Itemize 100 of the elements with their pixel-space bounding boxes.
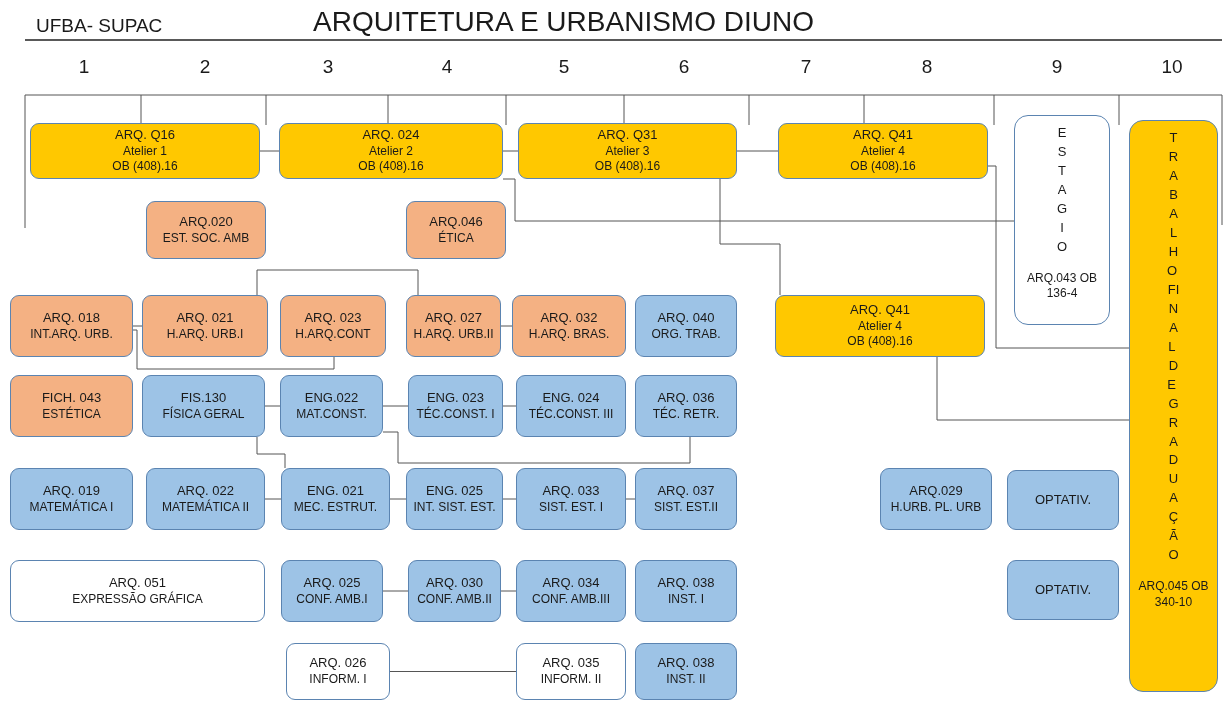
course-box [516,375,626,437]
course-code: ARQ. 038 [657,655,715,673]
course-name: Atelier 4 [858,318,902,335]
vertical-text: TRABALHO FINAL DE GRADUAÇÃO [1167,129,1180,565]
connector-line [719,178,781,296]
course-code: ARQ. Q41 [853,126,913,144]
course-name: OB (408).16 [847,334,913,351]
course-box [516,643,626,700]
course-code: ENG.022 [304,389,359,407]
course-box [516,468,626,530]
course-name: FÍSICA GERAL [162,406,245,423]
course-box [281,468,390,530]
connector-line [502,498,517,500]
course-box [516,560,626,622]
connector-line [382,590,409,592]
course-name: EST. SOC. AMB [162,230,250,247]
course-code: ARQ. 040 [657,309,715,327]
course-name: Atelier 1 [123,143,167,160]
course-code: ARQ. 036 [657,389,715,406]
course-box [146,201,266,259]
course-box [10,468,133,530]
course-code: ARQ. 032 [540,309,598,327]
course-name: INST. I [668,591,704,608]
course-code: ARQ. 024 [362,126,420,144]
connector-line [502,150,519,152]
course-box [10,295,133,357]
course-name: OB (408).16 [594,159,661,176]
course-name: INFORM. I [309,672,367,688]
course-code: ARQ. 033 [542,482,600,500]
course-box [512,295,626,357]
course-name: ESTÉTICA [42,406,101,423]
course-code: ARQ. 025 [303,574,361,592]
course-name: H.ARQ. BRAS. [528,326,610,343]
course-name: SIST. EST.II [654,499,718,516]
course-code: ARQ. 034 [542,574,600,592]
course-code: ARQ. 037 [657,482,715,500]
course-name: INT. SIST. EST. [413,499,496,516]
course-box [280,295,386,357]
course-code: ARQ. 022 [176,482,235,499]
course-box [279,123,503,179]
course-name: INFORM. II [540,672,602,688]
course-code: ENG. 024 [542,389,600,406]
course-code: ARQ. Q16 [115,126,175,144]
course-name: TÉC. RETR. [652,406,720,423]
course-code: ARQ. 026 [309,655,367,673]
course-name: Atelier 2 [369,143,413,160]
course-code: ARQ. 018 [42,309,101,327]
course-name: ARQ.043 OB 136-4 [1026,270,1098,302]
course-code: ARQ. 021 [176,309,234,327]
course-box [635,560,737,622]
course-code: FICH. 043 [41,389,102,406]
course-name: CONF. AMB.I [296,591,368,608]
course-box [30,123,260,179]
course-code: ARQ. 051 [108,574,167,591]
connector-line [500,590,517,592]
course-name: INST. II [666,672,706,688]
semester-number: 10 [1161,57,1183,76]
connector-line [625,498,636,500]
course-name: EXPRESSÃO GRÁFICA [72,591,203,608]
connector-line [382,431,691,464]
title: ARQUITETURA E URBANISMO DIUNO [313,8,814,36]
course-box [281,560,383,622]
course-name: MATEMÁTICA II [161,499,250,516]
header-text: UFBA- SUPAC [36,16,163,35]
course-box [1007,470,1119,530]
course-box [778,123,988,179]
connector-line [382,405,409,407]
semester-number: 9 [1051,57,1063,76]
connector-line [256,436,286,469]
connector-line [264,498,282,500]
semester-number: 2 [199,57,211,76]
course-name: OB (408).16 [112,159,178,176]
course-name: OB (408).16 [358,159,424,176]
course-name: MEC. ESTRUT. [293,499,378,516]
course-box [408,560,501,622]
course-name: CONF. AMB.II [417,591,492,608]
course-code: OPTATIV. [1034,491,1092,509]
course-box [635,375,737,437]
course-box [280,375,383,437]
vertical-course-box [1014,115,1110,325]
course-name: TÉC.CONST. III [528,406,614,423]
connector-line [502,178,1015,222]
course-box [142,375,265,437]
course-name: MATEMÁTICA I [29,499,114,516]
course-name: H.ARQ. URB.I [166,326,244,343]
semester-number: 6 [678,57,690,76]
connector-line [132,329,335,370]
course-name: ÉTICA [438,230,474,247]
course-box [1007,560,1119,620]
course-box [286,643,390,700]
course-box [775,295,985,357]
course-name: TÉC.CONST. I [416,406,495,423]
semester-number: 4 [441,57,453,76]
course-box [408,375,503,437]
course-code: ARQ. 035 [542,655,600,673]
course-code: ARQ. 038 [657,574,715,592]
semester-number: 5 [558,57,570,76]
course-box [146,468,265,530]
course-code: ARQ. 023 [304,309,362,327]
connector-line [936,356,1130,421]
